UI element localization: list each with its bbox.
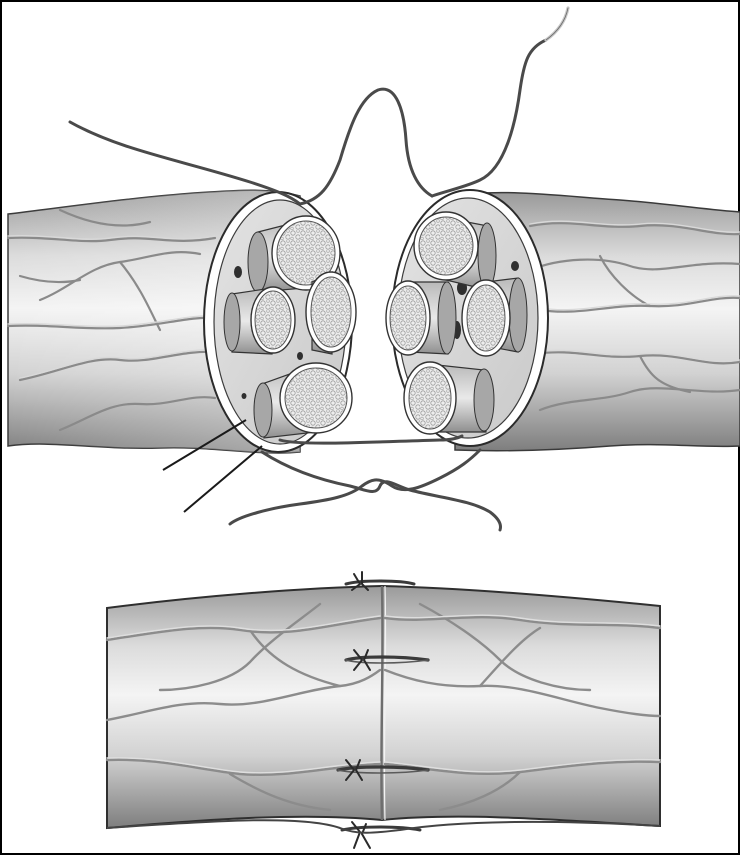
left-face-vessel [297, 352, 303, 360]
bottom-panel-repaired-nerve [107, 572, 660, 848]
right-fascicle-2 [386, 281, 456, 355]
left-nerve-stump [8, 190, 356, 453]
right-face-vessel [511, 261, 519, 271]
left-face-vessel [234, 266, 242, 278]
right-nerve-stump [386, 190, 740, 451]
coaptation-line [381, 586, 382, 820]
left-fascicle-3 [306, 272, 356, 354]
right-fascicle-3 [462, 278, 527, 356]
left-fascicle-2 [224, 287, 295, 354]
right-fascicle-4 [404, 362, 494, 434]
left-face-vessel [242, 393, 247, 399]
